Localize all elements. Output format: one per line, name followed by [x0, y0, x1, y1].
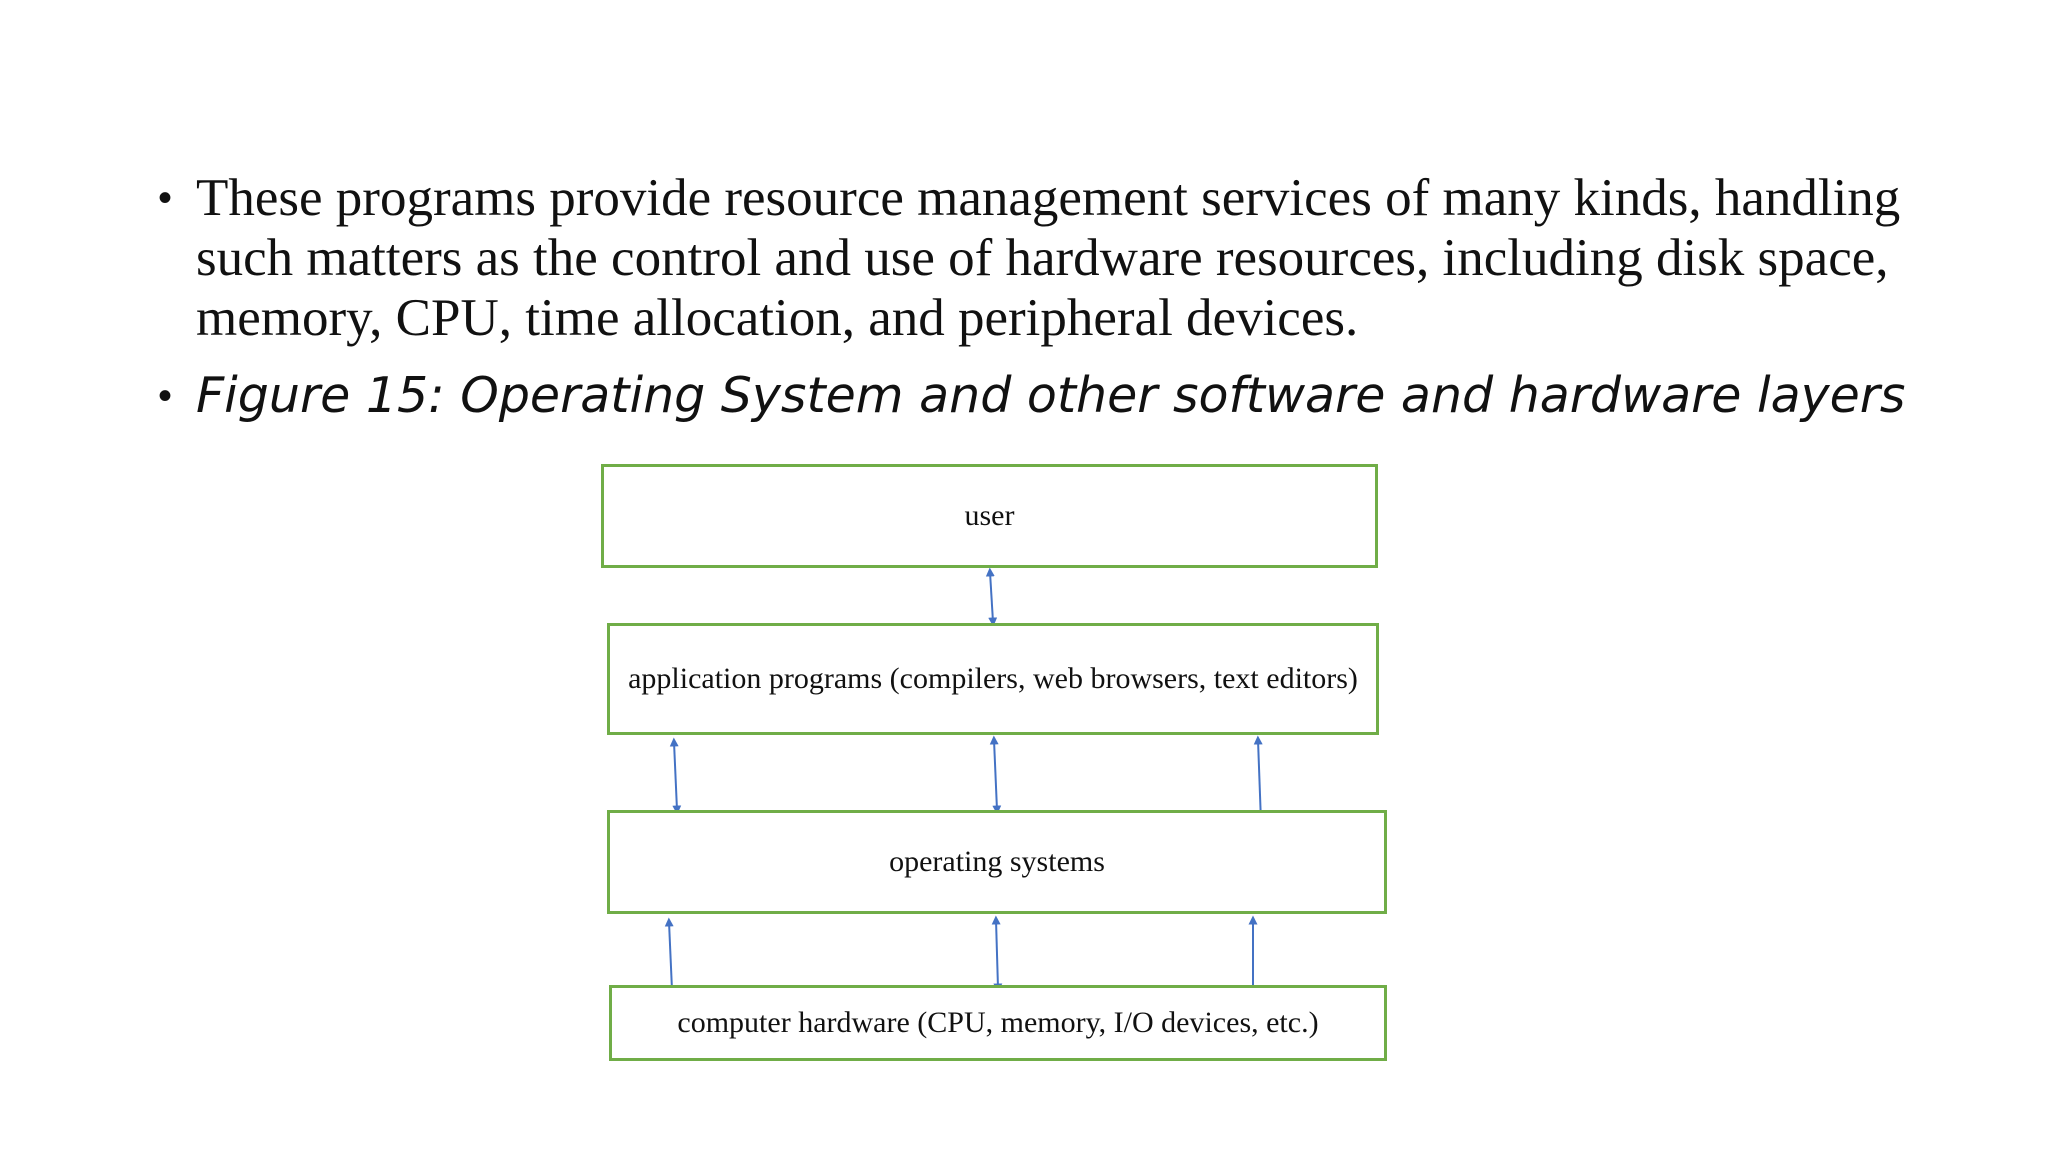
arrow-user-application — [985, 567, 998, 627]
layer-box-application-programs: application programs (compilers, web bro… — [607, 623, 1379, 735]
bullet-list: • These programs provide resource manage… — [158, 168, 2018, 426]
arrow-os-hardware-middle — [991, 915, 1003, 993]
bullet-item-figure-caption: • Figure 15: Operating System and other … — [158, 366, 2018, 426]
arrow-application-os-right — [1253, 735, 1266, 827]
layer-box-operating-systems: operating systems — [607, 810, 1387, 914]
bullet-dot: • — [158, 374, 173, 418]
arrow-os-hardware-left — [664, 917, 677, 995]
layer-box-user: user — [601, 464, 1378, 568]
bullet-text-description: These programs provide resource manageme… — [196, 169, 1901, 347]
arrow-application-os-left — [669, 737, 682, 815]
bullet-dot: • — [158, 176, 173, 220]
bullet-item-description: • These programs provide resource manage… — [158, 168, 2018, 348]
figure-caption: Figure 15: Operating System and other so… — [196, 367, 1906, 424]
layer-box-computer-hardware: computer hardware (CPU, memory, I/O devi… — [609, 985, 1387, 1061]
arrow-application-os-middle — [989, 735, 1002, 815]
